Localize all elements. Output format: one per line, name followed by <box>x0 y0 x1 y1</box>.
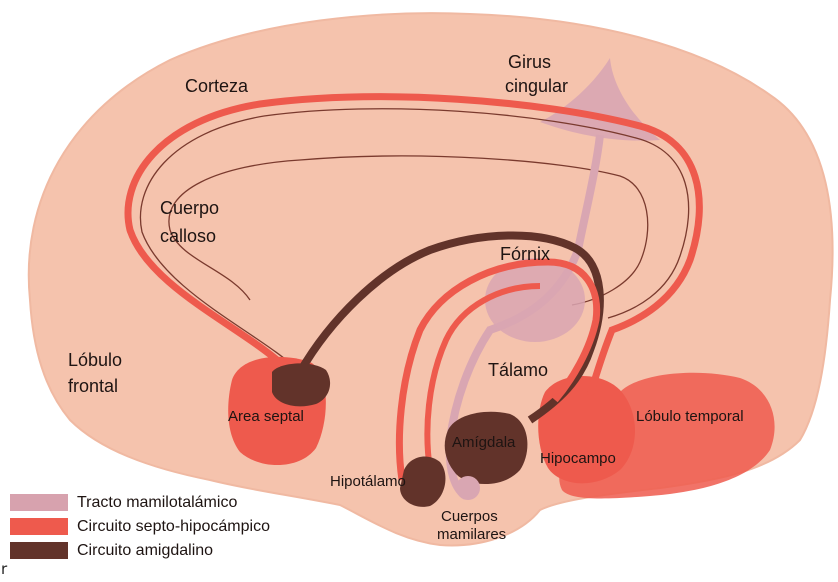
label-cuerpo-line1: Cuerpo <box>160 198 219 219</box>
label-lobulo-temporal: Lóbulo temporal <box>636 408 744 426</box>
label-cuerpos-line1: Cuerpos <box>441 508 498 526</box>
legend-label: Circuito septo-hipocámpico <box>77 517 270 536</box>
label-talamo: Tálamo <box>488 360 548 381</box>
legend-swatch <box>10 518 68 535</box>
label-area-septal: Area septal <box>228 408 304 426</box>
label-cuerpo-line2: calloso <box>160 226 216 247</box>
label-fornix: Fórnix <box>500 244 550 265</box>
cuerpos-mamilares-shape <box>456 476 480 500</box>
label-amigdala: Amígdala <box>452 434 515 452</box>
legend-item-septo: Circuito septo-hipocámpico <box>10 517 330 537</box>
area-septal-dark <box>272 363 330 406</box>
label-girus-line2: cingular <box>505 76 568 97</box>
label-lobulo-frontal-line1: Lóbulo <box>68 350 122 371</box>
label-lobulo-frontal-line2: frontal <box>68 376 118 397</box>
label-girus-line1: Girus <box>508 52 551 73</box>
legend-item-tracto: Tracto mamilotalámico <box>10 493 330 513</box>
legend-item-amigdalino: Circuito amigdalino <box>10 541 330 561</box>
legend-swatch <box>10 494 68 511</box>
label-hipotalamo: Hipotálamo <box>330 473 406 491</box>
legend-label: Tracto mamilotalámico <box>77 493 237 512</box>
legend-swatch <box>10 542 68 559</box>
legend-label: Circuito amigdalino <box>77 541 213 560</box>
corner-mark: r <box>1 560 7 578</box>
label-hipocampo: Hipocampo <box>540 450 616 468</box>
label-corteza: Corteza <box>185 76 248 97</box>
label-cuerpos-line2: mamilares <box>437 526 506 544</box>
